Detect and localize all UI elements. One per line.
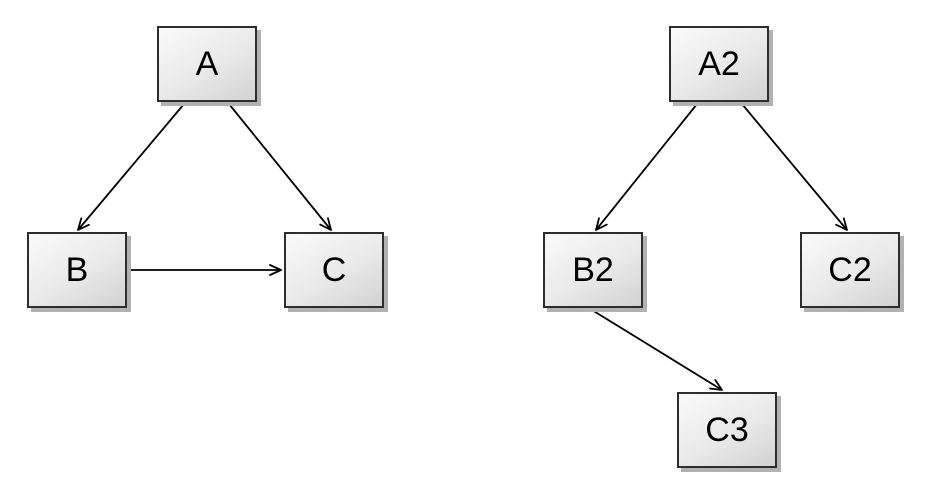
- node-label: A2: [698, 45, 740, 83]
- node-label: C3: [705, 411, 749, 449]
- node-B2[interactable]: B2: [543, 232, 643, 308]
- node-A[interactable]: A: [157, 26, 257, 102]
- edge-A2-C2[interactable]: [741, 103, 848, 231]
- node-label: B2: [572, 251, 614, 289]
- node-label: C: [321, 251, 347, 289]
- node-label: B: [65, 251, 89, 289]
- node-C[interactable]: C: [284, 232, 384, 308]
- edge-A2-B2[interactable]: [595, 103, 698, 231]
- node-label: C2: [828, 251, 872, 289]
- node-B[interactable]: B: [27, 232, 127, 308]
- node-C3[interactable]: C3: [677, 392, 777, 468]
- node-A2[interactable]: A2: [669, 26, 769, 102]
- edge-A-B[interactable]: [77, 103, 185, 231]
- node-label: A: [195, 45, 219, 83]
- edge-B2-C3[interactable]: [591, 309, 723, 391]
- edge-A-C[interactable]: [228, 103, 332, 231]
- node-C2[interactable]: C2: [800, 232, 900, 308]
